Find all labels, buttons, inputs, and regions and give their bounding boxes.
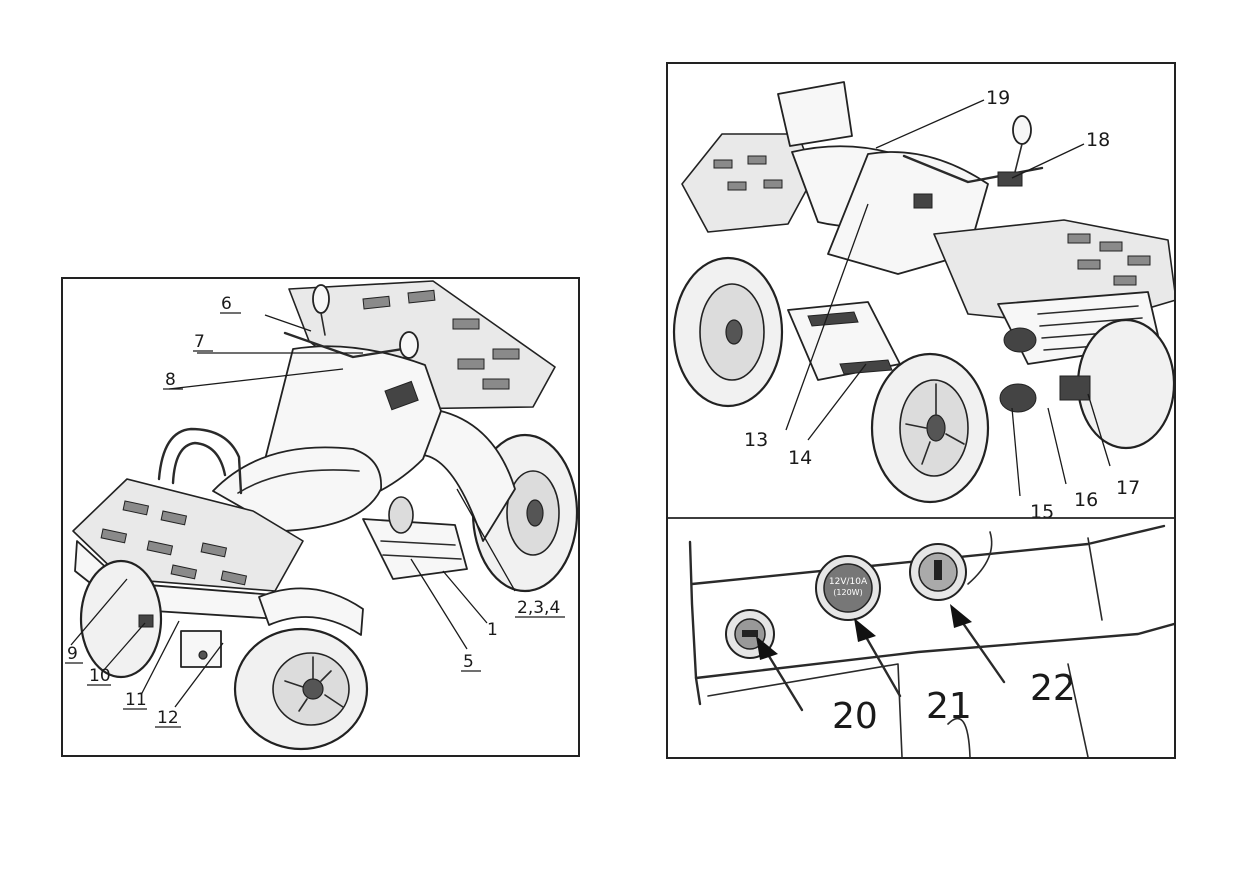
rear-rack-far <box>681 133 815 233</box>
atv-front-view-and-console-illustration: 19 18 13 14 15 16 17 <box>668 81 1177 758</box>
label-8: 8 <box>165 370 176 390</box>
hitch-bolt <box>198 650 208 660</box>
front-rack-slots <box>362 289 520 390</box>
front-right-wheel <box>1076 318 1176 450</box>
ignition <box>913 193 933 209</box>
rear-left-wheel <box>79 559 163 679</box>
label-15: 15 <box>1030 501 1054 523</box>
label-16: 16 <box>1074 489 1098 511</box>
atv-front-view: 19 18 13 14 15 16 17 <box>672 81 1177 523</box>
mirror <box>1012 115 1032 145</box>
rear-rack-slots <box>100 500 248 586</box>
footpeg-lower <box>839 359 893 375</box>
arrow-20 <box>762 646 804 712</box>
label-17: 17 <box>1116 477 1140 499</box>
hitch-plate <box>180 630 222 668</box>
label-1: 1 <box>487 620 498 640</box>
label-20: 20 <box>832 696 878 737</box>
handlebar-switch <box>997 171 1023 187</box>
grab-bar <box>157 427 243 495</box>
seat <box>212 446 382 532</box>
label-21: 21 <box>926 686 972 727</box>
atv-rear-view-illustration: 6 7 8 9 10 11 12 5 1 2,3,4 <box>65 280 579 751</box>
left-mirror <box>312 284 330 314</box>
tail-light <box>138 614 154 628</box>
usb-socket <box>909 543 967 601</box>
passenger-backrest <box>777 81 853 147</box>
arrow-21 <box>860 628 902 698</box>
outlet-rating-line2: (120W) <box>833 588 862 597</box>
footpeg-upper <box>807 311 859 327</box>
label-10: 10 <box>89 666 111 686</box>
rear-fender <box>258 587 364 636</box>
label-22: 22 <box>1030 668 1076 709</box>
tow-hook-mount <box>1059 375 1091 401</box>
label-13: 13 <box>744 429 768 451</box>
label-9: 9 <box>67 644 78 664</box>
label-12: 12 <box>157 708 179 728</box>
left-diagram-panel: 6 7 8 9 10 11 12 5 1 2,3,4 <box>61 277 580 757</box>
12v-power-outlet: 12V/10A (120W) <box>815 555 881 621</box>
arrow-22 <box>956 614 1006 684</box>
label-11: 11 <box>125 690 147 710</box>
outlet-rating-line1: 12V/10A <box>829 577 868 587</box>
footboard <box>362 518 468 580</box>
right-mirror <box>399 331 419 359</box>
winch <box>999 383 1037 413</box>
right-fender <box>422 408 516 542</box>
label-19: 19 <box>986 87 1010 109</box>
label-5: 5 <box>463 652 474 672</box>
headlight <box>1003 327 1037 353</box>
label-2-3-4: 2,3,4 <box>517 598 560 618</box>
label-18: 18 <box>1086 129 1110 151</box>
label-7: 7 <box>194 332 205 352</box>
right-diagram-panel: 19 18 13 14 15 16 17 <box>666 62 1177 759</box>
instrument-cluster <box>384 380 419 411</box>
label-6: 6 <box>221 294 232 314</box>
console-closeup: 12V/10A (120W) 20 21 22 <box>688 524 1176 758</box>
handlebar <box>283 331 417 359</box>
label-14: 14 <box>788 447 812 469</box>
